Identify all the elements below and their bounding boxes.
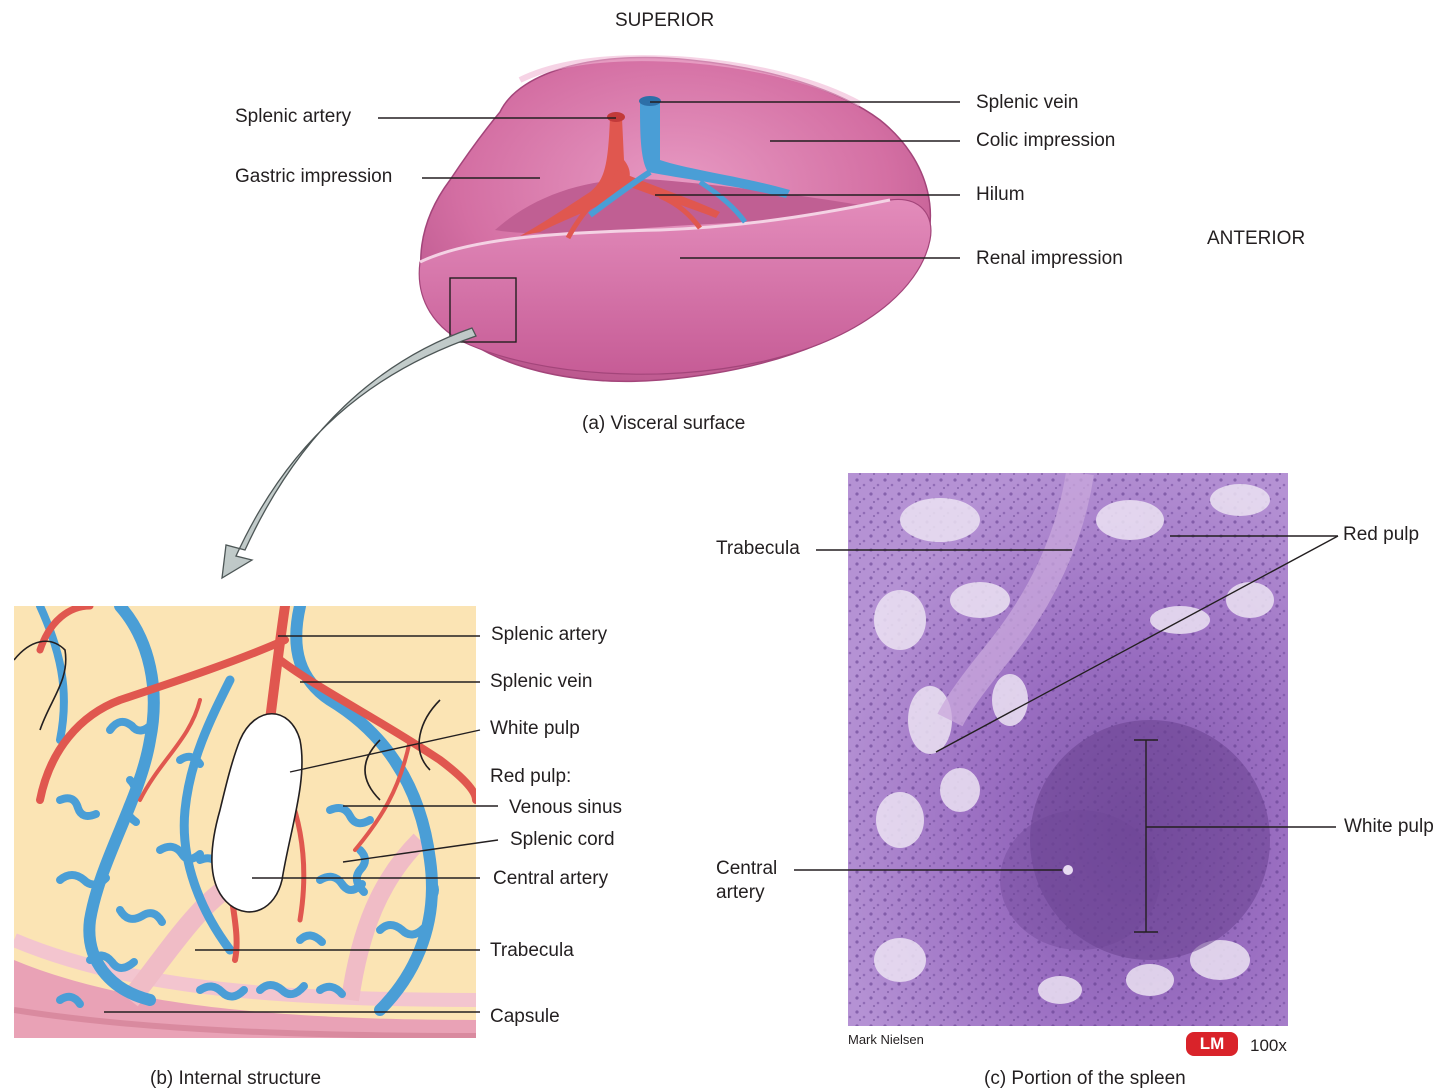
b-splenic-cord-label: Splenic cord: [510, 829, 615, 851]
b-capsule-label: Capsule: [490, 1006, 560, 1028]
b-white-pulp-label: White pulp: [490, 718, 580, 740]
light-microscopy-badge: LM: [1186, 1032, 1238, 1056]
b-splenic-vein-label: Splenic vein: [490, 671, 592, 693]
c-trabecula-label: Trabecula: [716, 538, 800, 560]
c-white-pulp-label: White pulp: [1344, 816, 1434, 838]
c-caption: (c) Portion of the spleen: [984, 1068, 1186, 1090]
a-renal-impression-label: Renal impression: [976, 248, 1123, 270]
b-caption: (b) Internal structure: [150, 1068, 321, 1090]
b-red-pulp-label: Red pulp:: [490, 766, 571, 788]
orientation-superior-label: SUPERIOR: [615, 10, 714, 32]
a-splenic-artery-label: Splenic artery: [235, 106, 351, 128]
c-magnification-label: 100x: [1250, 1035, 1287, 1057]
spleen-visceral-illustration: [419, 57, 931, 381]
a-splenic-vein-label: Splenic vein: [976, 92, 1078, 114]
b-splenic-artery-label: Splenic artery: [491, 624, 607, 646]
b-venous-sinus-label: Venous sinus: [509, 797, 622, 819]
spleen-micrograph: [848, 473, 1288, 1026]
a-colic-impression-label: Colic impression: [976, 130, 1115, 152]
b-central-artery-label: Central artery: [493, 868, 608, 890]
a-gastric-impression-label: Gastric impression: [235, 166, 392, 188]
a-hilum-label: Hilum: [976, 184, 1025, 206]
b-trabecula-label: Trabecula: [490, 940, 574, 962]
c-red-pulp-label: Red pulp: [1343, 524, 1419, 546]
spleen-internal-illustration: [14, 606, 476, 1040]
c-central-artery-label-line2: artery: [716, 882, 765, 904]
magnification-arrow: [222, 328, 476, 578]
a-caption: (a) Visceral surface: [582, 413, 745, 435]
c-central-artery-label-line1: Central: [716, 858, 777, 880]
orientation-anterior-label: ANTERIOR: [1207, 228, 1305, 250]
c-photo-credit: Mark Nielsen: [848, 1032, 924, 1048]
